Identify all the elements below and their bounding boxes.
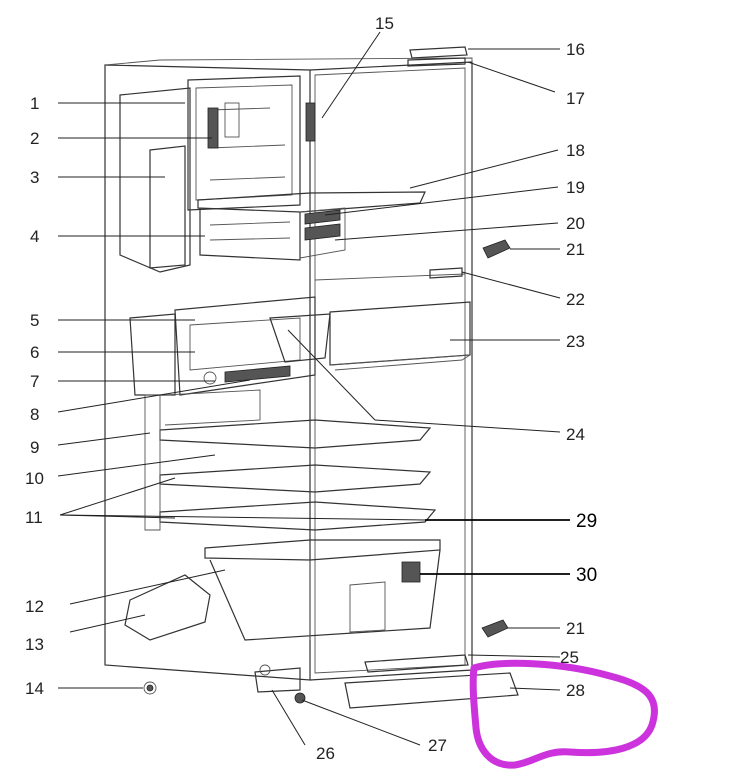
callout-21-bottom: 21	[566, 619, 585, 638]
bottom-parts	[124, 574, 519, 709]
callout-2: 2	[30, 129, 39, 148]
callout-18: 18	[566, 141, 585, 160]
callout-25: 25	[560, 648, 579, 667]
callout-12: 12	[25, 597, 44, 616]
callout-17: 17	[566, 89, 585, 108]
callout-4: 4	[30, 227, 39, 246]
callout-3: 3	[30, 168, 39, 187]
callout-labels: 1 2 3 4 5 6 7 8 9 10 11 12 13 14 15 16 1…	[25, 14, 597, 763]
cabinet	[104, 57, 473, 681]
callout-20: 20	[566, 214, 585, 233]
callout-10: 10	[25, 469, 44, 488]
glass-shelves	[144, 389, 437, 531]
callout-28: 28	[566, 681, 585, 700]
highlight-circle	[469, 659, 659, 769]
callout-22: 22	[566, 290, 585, 309]
callout-7: 7	[30, 372, 39, 391]
top-hinge	[407, 46, 511, 279]
callout-24: 24	[566, 425, 585, 444]
callout-15: 15	[375, 14, 394, 33]
callout-30: 30	[576, 565, 597, 586]
callout-26: 26	[316, 744, 335, 763]
callout-11: 11	[25, 508, 43, 527]
callout-21-top: 21	[566, 240, 585, 259]
callout-13: 13	[25, 635, 44, 654]
callout-9: 9	[30, 438, 39, 457]
freezer-evaporator	[119, 75, 316, 273]
crisper-drawer	[204, 539, 441, 641]
callout-29: 29	[576, 511, 597, 532]
callout-14: 14	[25, 679, 44, 698]
callout-1: 1	[30, 94, 39, 113]
callout-16: 16	[566, 40, 585, 59]
callout-27: 27	[428, 736, 447, 755]
callout-23: 23	[566, 332, 585, 351]
callout-19: 19	[566, 178, 585, 197]
callout-5: 5	[30, 311, 39, 330]
control-unit	[129, 296, 471, 396]
leader-lines	[57, 31, 570, 746]
freezer-shelf	[197, 191, 426, 261]
callout-6: 6	[30, 343, 39, 362]
callout-8: 8	[30, 405, 39, 424]
